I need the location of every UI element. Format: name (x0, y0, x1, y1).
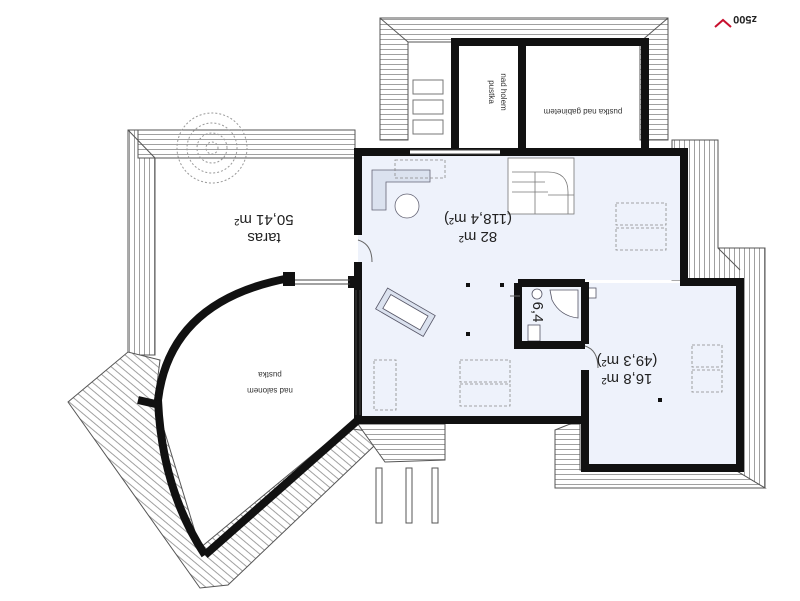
main-hall-area: 82 m² (459, 228, 497, 245)
pool-table-icon (375, 287, 436, 337)
room-label-main-hall: 82 m² (118,4 m²) (444, 210, 512, 245)
walls (137, 38, 744, 558)
terrace-name: taras (247, 229, 280, 246)
void-label-hall: pustka nad holem (487, 73, 508, 111)
sofa-icon (371, 169, 431, 219)
right-room-area: 16,8 m² (602, 370, 653, 387)
void-label-salon: pustka nad salonem (247, 370, 293, 395)
room-label-bathroom: 6,4 (529, 302, 546, 323)
glazing (295, 149, 599, 415)
bathroom-area: 6,4 (529, 302, 546, 323)
main-hall-area-total: (118,4 m²) (444, 210, 512, 227)
markers (466, 283, 662, 402)
void-label-office: pustka nad gabinetem (543, 107, 622, 116)
void-hall-line2: nad holem (499, 73, 508, 111)
roof-overhang-left (127, 129, 356, 356)
staircase (507, 157, 575, 215)
void-hall-line1: pustka (487, 80, 496, 104)
z500-logo: z500 (714, 13, 757, 28)
bathroom-fixtures (527, 287, 597, 342)
void-salon-line2: nad salonem (247, 386, 293, 395)
room-label-right-room: 16,8 m² (49,3 m²) (597, 352, 658, 387)
void-salon-line1: pustka (258, 370, 282, 379)
right-room-area-total: (49,3 m²) (597, 352, 658, 369)
void-office-line1: pustka nad gabinetem (543, 107, 622, 116)
pergola (375, 467, 439, 524)
tree-icon (176, 112, 248, 184)
room-label-terrace: taras 50,41 m² (234, 211, 293, 246)
terrace-area: 50,41 m² (234, 211, 293, 228)
skylights (373, 159, 723, 411)
logo-text: z500 (733, 13, 757, 25)
